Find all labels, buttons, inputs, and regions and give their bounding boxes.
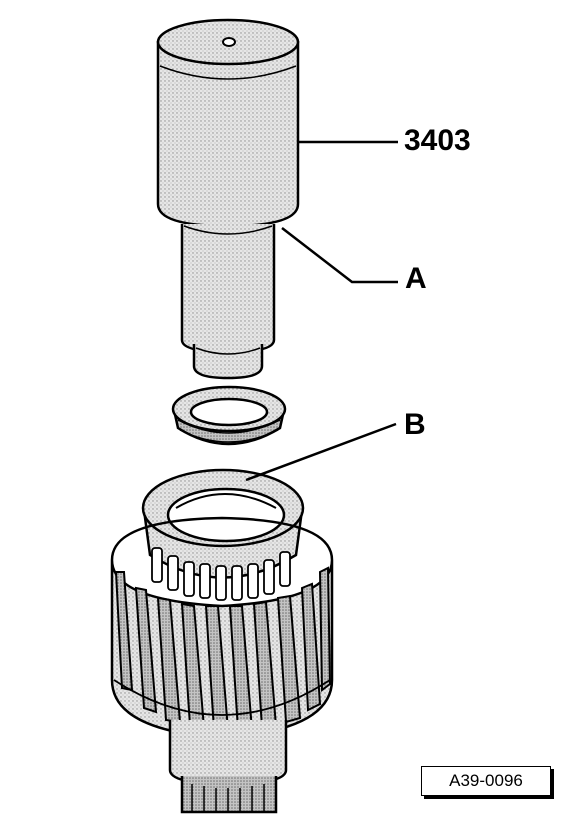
leader-a [281,227,398,284]
figure-code-badge: A39-0096 [421,766,551,796]
leader-b [245,422,397,482]
bearing-ring-icon [141,468,305,601]
callout-b: B [404,408,426,441]
sleeve-icon [171,385,287,446]
callout-3403: 3403 [404,124,471,157]
leader-lines [245,140,398,482]
gear-icon [110,516,334,814]
callout-a: A [405,262,427,295]
press-tool-icon [156,18,300,380]
